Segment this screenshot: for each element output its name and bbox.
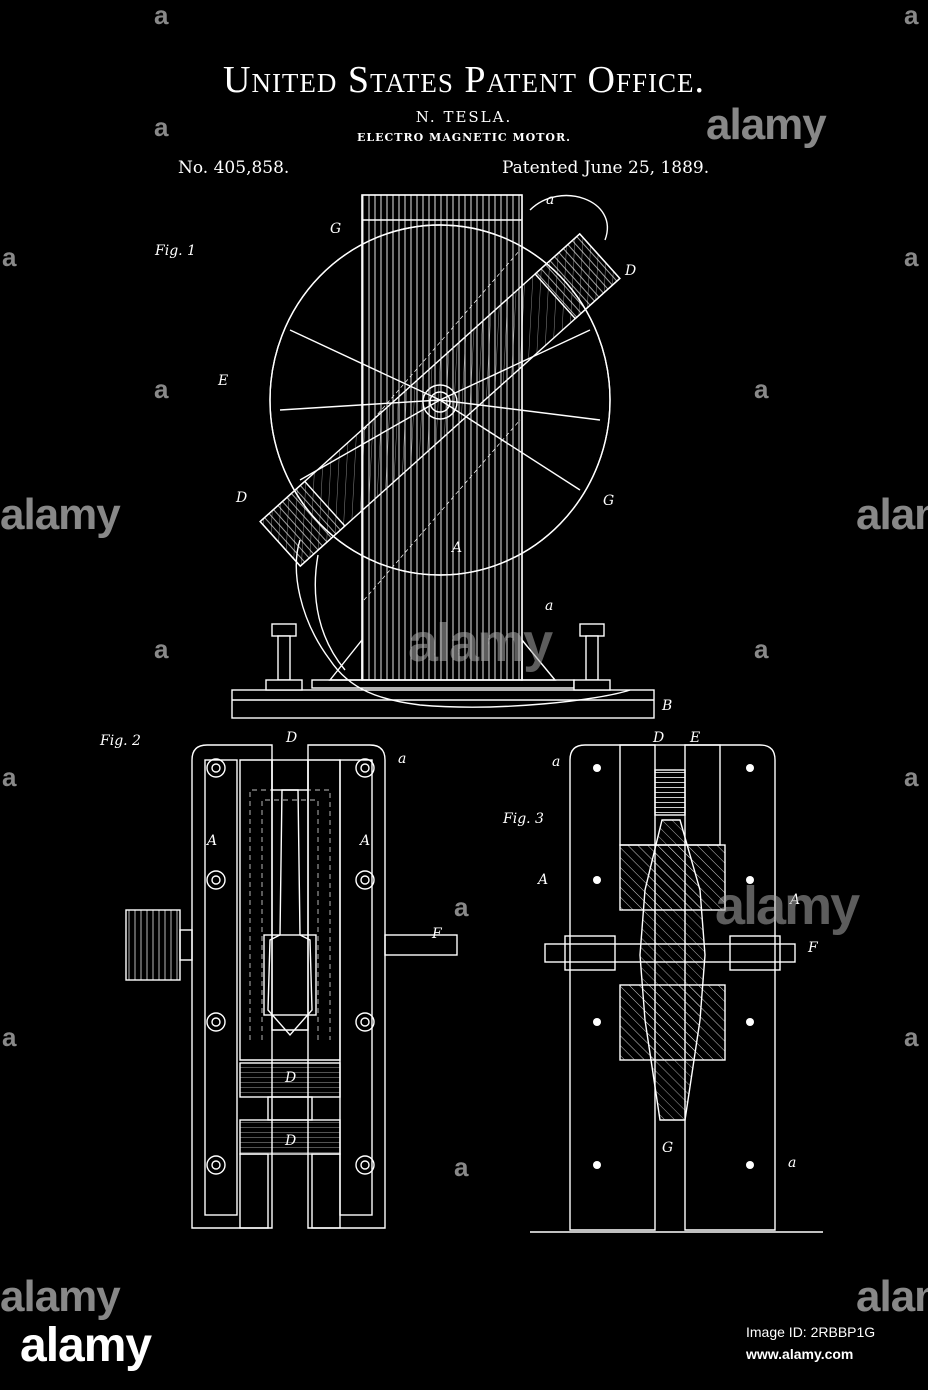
watermark-a: a bbox=[154, 634, 168, 665]
fig1-part-a-top: a bbox=[546, 192, 554, 208]
fig1-part-a-center: A bbox=[450, 540, 462, 556]
watermark-alamy: alamy bbox=[706, 100, 826, 150]
watermark-alamy: alamy bbox=[856, 1272, 928, 1322]
fig1-part-e: E bbox=[217, 373, 228, 389]
fig3-part-d-top: D bbox=[652, 730, 664, 746]
fig1-part-d-right: D bbox=[624, 263, 636, 279]
fig2-part-a-right-big: A bbox=[358, 833, 370, 849]
fig2-part-f: F bbox=[431, 926, 443, 942]
fig2-label: Fig. 2 bbox=[99, 733, 141, 749]
fig3-part-g: G bbox=[662, 1140, 673, 1156]
fig1-label: Fig. 1 bbox=[154, 243, 196, 259]
watermark-a: a bbox=[454, 1152, 468, 1183]
fig3-label: Fig. 3 bbox=[502, 811, 544, 827]
watermark-alamy: alamy bbox=[856, 490, 928, 540]
watermark-a: a bbox=[754, 374, 768, 405]
fig1-part-d-left: D bbox=[235, 490, 247, 506]
watermark-alamy-center: alamy bbox=[715, 875, 858, 937]
alamy-logo: alamy bbox=[20, 1318, 151, 1373]
watermark-a: a bbox=[754, 634, 768, 665]
fig3-part-f: F bbox=[807, 940, 819, 956]
fig2-part-a-right: a bbox=[398, 751, 406, 767]
fig1-part-g-top: G bbox=[330, 221, 341, 237]
fig2-part-d-mid: D bbox=[284, 1070, 296, 1086]
watermark-alamy-center: alamy bbox=[408, 612, 551, 674]
watermark-a: a bbox=[2, 1022, 16, 1053]
watermark-a: a bbox=[154, 112, 168, 143]
fig3-part-e-top: E bbox=[689, 730, 700, 746]
fig3-part-a-topleft: a bbox=[552, 754, 560, 770]
watermark-a: a bbox=[154, 374, 168, 405]
watermark-a: a bbox=[2, 762, 16, 793]
watermark-a: a bbox=[904, 0, 918, 31]
watermark-a: a bbox=[904, 242, 918, 273]
figure-2-drawing bbox=[126, 745, 457, 1228]
watermark-a: a bbox=[154, 0, 168, 31]
watermark-a: a bbox=[904, 1022, 918, 1053]
fig1-part-b: B bbox=[661, 698, 672, 714]
fig2-part-d-top: D bbox=[285, 730, 297, 746]
watermark-alamy: alamy bbox=[0, 1272, 120, 1322]
fig3-part-a-bottomright: a bbox=[788, 1155, 796, 1171]
figure-3-drawing bbox=[530, 745, 823, 1232]
watermark-a: a bbox=[454, 892, 468, 923]
site-url[interactable]: www.alamy.com bbox=[746, 1346, 853, 1362]
watermark-a: a bbox=[2, 242, 16, 273]
watermark-a: a bbox=[904, 762, 918, 793]
fig3-part-a-left: A bbox=[536, 872, 548, 888]
image-id: Image ID: 2RBBP1G bbox=[746, 1324, 875, 1340]
fig1-part-g-right: G bbox=[603, 493, 614, 509]
watermark-alamy: alamy bbox=[0, 490, 120, 540]
fig2-part-d-low: D bbox=[284, 1133, 296, 1149]
fig2-part-a-left-big: A bbox=[205, 833, 217, 849]
